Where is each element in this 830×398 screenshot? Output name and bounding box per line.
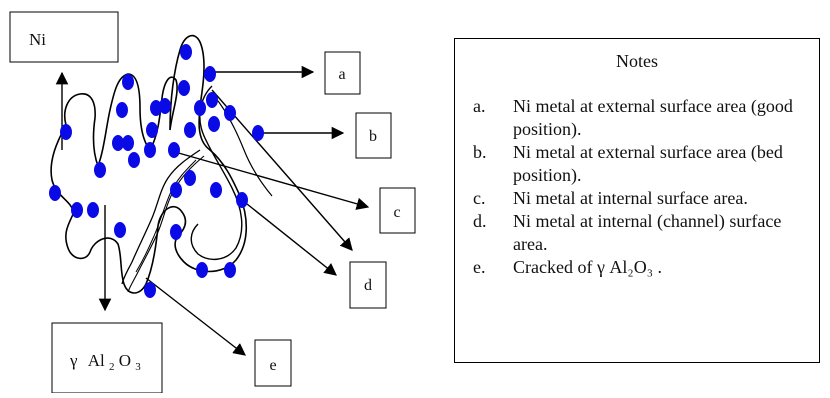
- ni-particle-dot: [128, 152, 140, 168]
- ni-particle-dot: [180, 44, 192, 60]
- ni-particle-dot: [236, 192, 248, 208]
- ni-particle-dot: [170, 224, 182, 240]
- channel-branch: [213, 95, 273, 197]
- ni-particle-dot: [224, 105, 236, 121]
- note-item-d: d. Ni metal at internal (channel) surface…: [473, 210, 818, 256]
- ni-particle-dot: [150, 100, 162, 116]
- ni-particle-dot: [178, 80, 190, 96]
- callout-a: a: [324, 51, 361, 95]
- support-label: γ Al 2 O 3: [69, 351, 141, 374]
- note-label: c.: [473, 188, 486, 208]
- svg-text:d: d: [364, 277, 372, 294]
- note-label: b.: [473, 142, 487, 162]
- ni-particle-dot: [60, 124, 72, 140]
- note-item-b: b. Ni metal at external surface area (bed…: [473, 141, 818, 187]
- ni-particle-dot: [159, 98, 171, 114]
- arrow-c: [174, 151, 370, 210]
- arrow-d2: [241, 199, 337, 276]
- ni-particle-dot: [224, 262, 236, 278]
- ni-particle-dot: [194, 100, 206, 116]
- notes-panel: Notes a. Ni metal at external surface are…: [454, 38, 820, 363]
- ni-label: Ni: [29, 30, 46, 49]
- note-label: a.: [473, 96, 486, 116]
- ni-particle-dot: [208, 116, 220, 132]
- arrow-e: [145, 277, 246, 356]
- svg-text:a: a: [338, 66, 345, 83]
- note-text: Ni metal at external surface area (good …: [513, 96, 793, 139]
- callout-b: b: [355, 112, 392, 159]
- callout-d: d: [349, 261, 387, 309]
- note-text: Ni metal at internal (channel) surface a…: [513, 211, 782, 254]
- ni-particle-dot: [196, 262, 208, 278]
- ni-particle-dot: [112, 135, 124, 151]
- note-text: Ni metal at internal surface area.: [513, 188, 748, 208]
- svg-text:c: c: [393, 204, 400, 221]
- svg-text:b: b: [369, 128, 377, 145]
- note-text: Cracked of γ Al₂O₃ .: [513, 257, 662, 277]
- ni-particle-dot: [122, 74, 134, 90]
- notes-title: Notes: [616, 51, 658, 71]
- note-label: d.: [473, 211, 487, 231]
- note-item-c: c. Ni metal at internal surface area.: [473, 187, 818, 210]
- ni-particle-dot: [144, 282, 156, 298]
- ni-particle-dot: [168, 142, 180, 158]
- note-text: Ni metal at external surface area (bed p…: [513, 142, 783, 185]
- notes-list: a. Ni metal at external surface area (goo…: [473, 95, 818, 279]
- ni-label-box: Ni: [9, 11, 119, 63]
- ni-particle-dot: [71, 202, 83, 218]
- crack-line-2: [127, 155, 205, 293]
- ni-particle-dot: [146, 122, 158, 138]
- callout-c: c: [379, 187, 416, 234]
- ni-particle-group: [49, 44, 264, 298]
- crack-line: [121, 149, 201, 285]
- ni-particle-dot: [144, 142, 156, 158]
- inner-channel-outline: [190, 85, 243, 261]
- note-item-a: a. Ni metal at external surface area (goo…: [473, 95, 818, 141]
- note-label: e.: [473, 257, 486, 277]
- ni-particle-dot: [252, 125, 264, 141]
- ni-particle-dot: [49, 185, 61, 201]
- ni-particle-dot: [122, 135, 134, 151]
- support-label-box: γ Al 2 O 3: [51, 322, 163, 394]
- ni-particle-dot: [94, 162, 106, 178]
- ni-particle-dot: [210, 182, 222, 198]
- note-item-e: e. Cracked of γ Al₂O₃ .: [473, 256, 818, 279]
- ni-particle-dot: [184, 122, 196, 138]
- arrow-d: [211, 89, 353, 251]
- callout-e: e: [254, 339, 292, 387]
- ni-particle-dot: [206, 92, 218, 108]
- crack-line-3: [135, 159, 197, 273]
- ni-particle-dot: [204, 66, 216, 82]
- ni-particle-dot: [170, 182, 182, 198]
- ni-particle-dot: [116, 102, 128, 118]
- ni-particle-dot: [114, 222, 126, 238]
- svg-text:e: e: [269, 357, 276, 374]
- particle-outline: [50, 34, 248, 294]
- ni-particle-dot: [184, 170, 196, 186]
- ni-particle-dot: [87, 202, 99, 218]
